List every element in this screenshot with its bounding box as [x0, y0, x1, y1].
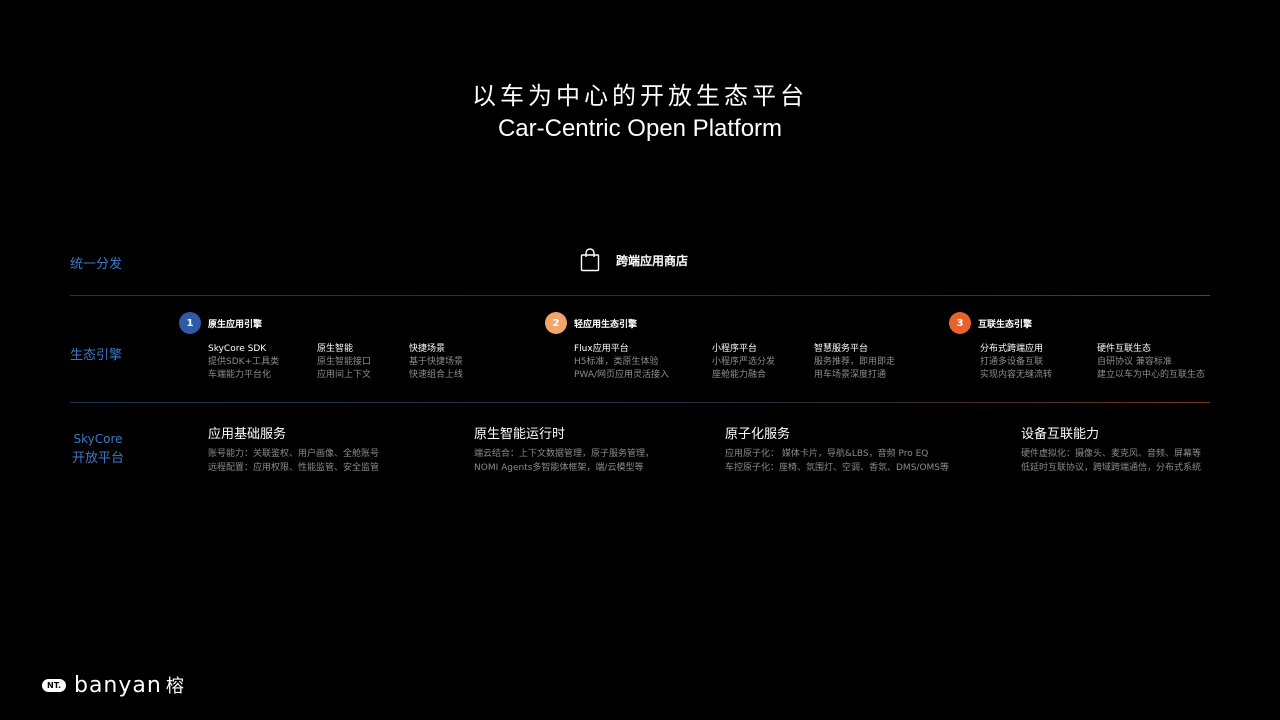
engine-1-col-1-line-2: 车端能力平台化: [208, 370, 272, 380]
engine-1-col-2-heading: 原生智能: [317, 344, 354, 354]
engine-2-col-3: 智慧服务平台 服务推荐，即用即走 用车场景深度打通: [814, 343, 895, 382]
row-label-distribution: 统一分发: [70, 257, 123, 272]
service-3-title: 原子化服务: [725, 427, 791, 442]
engine-3-title: 互联生态引擎: [978, 319, 1033, 330]
engine-3-col-2-heading: 硬件互联生态: [1097, 344, 1152, 354]
engine-3-badge: 3: [949, 312, 971, 334]
app-store-label: 跨端应用商店: [616, 253, 689, 268]
engine-2-col-1-line-1: H5标准，类原生体验: [574, 357, 659, 367]
engine-1-title: 原生应用引擎: [208, 319, 263, 330]
service-2-line-2: NOMI Agents多智能体框架，端/云模型等: [474, 463, 644, 473]
engine-3-col-1-heading: 分布式跨端应用: [980, 344, 1044, 354]
logo-wordmark: banyan: [73, 672, 162, 698]
divider-bottom: [70, 402, 1210, 403]
engine-1-col-3-heading: 快捷场景: [409, 344, 446, 354]
page-title-cn: 以车为中心的开放生态平台: [472, 82, 808, 110]
engine-2-col-3-line-2: 用车场景深度打通: [814, 370, 887, 380]
row-label-skycore-line2: 开放平台: [71, 451, 124, 466]
engine-3-col-2-line-1: 自研协议 兼容标准: [1097, 357, 1172, 367]
app-store: 跨端应用商店: [580, 248, 688, 272]
engine-1-col-3-line-1: 基于快捷场景: [409, 357, 464, 367]
engine-2-col-1: Flux应用平台 H5标准，类原生体验 PWA/网页应用灵活接入: [574, 343, 669, 382]
row-label-engine: 生态引擎: [70, 348, 123, 363]
service-3-line-1: 应用原子化： 媒体卡片，导航&LBS，音频 Pro EQ: [725, 449, 929, 459]
service-4-title: 设备互联能力: [1021, 427, 1100, 442]
row-label-skycore: SkyCore 开放平台: [70, 430, 126, 468]
engine-3-col-1-line-2: 实现内容无缝流转: [980, 370, 1053, 380]
service-2-line-1: 端云结合：上下文数据管理，原子服务管理，: [474, 449, 655, 459]
engine-2-col-3-line-1: 服务推荐，即用即走: [814, 357, 896, 367]
engine-1-col-2-line-1: 原生智能接口: [317, 357, 372, 367]
engine-2-col-2-heading: 小程序平台: [712, 344, 758, 354]
engine-2-col-2: 小程序平台 小程序严选分发 座舱能力融合: [712, 343, 775, 382]
engine-1-col-2: 原生智能 原生智能接口 应用间上下文: [317, 343, 371, 382]
engine-2-header: 2 轻应用生态引擎: [545, 312, 637, 334]
service-3-line-2: 车控原子化：座椅、氛围灯、空调、香氛、DMS/OMS等: [725, 463, 950, 473]
engine-3-header: 3 互联生态引擎: [949, 312, 1032, 334]
shopping-bag-icon: [580, 248, 600, 272]
banyan-logo: NT. banyan 榕: [42, 672, 184, 698]
engine-3-col-2-line-2: 建立以车为中心的互联生态: [1097, 370, 1206, 380]
engine-2-col-1-line-2: PWA/网页应用灵活接入: [574, 370, 670, 380]
service-4-line-1: 硬件虚拟化：摄像头、麦克风、音频、屏幕等: [1021, 449, 1202, 459]
engine-1-col-3-line-2: 快速组合上线: [409, 370, 464, 380]
engine-2-title: 轻应用生态引擎: [574, 319, 638, 330]
engine-3-col-1: 分布式跨端应用 打通多设备互联 实现内容无缝流转: [980, 343, 1052, 382]
service-app-foundation: 应用基础服务 账号能力：关联鉴权、用户画像、全舱账号 远程配置：应用权限、性能监…: [208, 427, 379, 475]
engine-1-header: 1 原生应用引擎: [179, 312, 262, 334]
engine-2-col-2-line-1: 小程序严选分发: [712, 357, 776, 367]
engine-1-col-1-line-1: 提供SDK+工具类: [208, 357, 280, 367]
row-label-skycore-line1: SkyCore: [73, 432, 123, 446]
engine-1-col-1-heading: SkyCore SDK: [208, 344, 267, 354]
service-2-title: 原生智能运行时: [474, 427, 566, 442]
engine-1-col-1: SkyCore SDK 提供SDK+工具类 车端能力平台化: [208, 343, 279, 382]
service-atomic: 原子化服务 应用原子化： 媒体卡片，导航&LBS，音频 Pro EQ 车控原子化…: [725, 427, 949, 475]
logo-cn: 榕: [165, 676, 184, 697]
service-1-title: 应用基础服务: [208, 427, 287, 442]
engine-1-col-3: 快捷场景 基于快捷场景 快速组合上线: [409, 343, 463, 382]
page-title-en: Car-Centric Open Platform: [497, 115, 783, 142]
service-device-interconnect: 设备互联能力 硬件虚拟化：摄像头、麦克风、音频、屏幕等 低延时互联协议，跨域跨端…: [1021, 427, 1201, 475]
logo-badge: NT.: [42, 678, 66, 692]
service-4-line-2: 低延时互联协议，跨域跨端通信，分布式系统: [1021, 463, 1202, 473]
divider-top: [70, 295, 1210, 296]
engine-2-badge: 2: [545, 312, 567, 334]
service-1-line-1: 账号能力：关联鉴权、用户画像、全舱账号: [208, 449, 380, 459]
engine-3-col-1-line-1: 打通多设备互联: [980, 357, 1044, 367]
service-native-ai-runtime: 原生智能运行时 端云结合：上下文数据管理，原子服务管理， NOMI Agents…: [474, 427, 654, 475]
engine-2-col-1-heading: Flux应用平台: [574, 344, 629, 354]
engine-3-col-2: 硬件互联生态 自研协议 兼容标准 建立以车为中心的互联生态: [1097, 343, 1205, 382]
engine-1-badge: 1: [179, 312, 201, 334]
engine-2-col-2-line-2: 座舱能力融合: [712, 370, 767, 380]
engine-1-col-2-line-2: 应用间上下文: [317, 370, 372, 380]
service-1-line-2: 远程配置：应用权限、性能监管、安全监管: [208, 463, 380, 473]
engine-2-col-3-heading: 智慧服务平台: [814, 344, 869, 354]
